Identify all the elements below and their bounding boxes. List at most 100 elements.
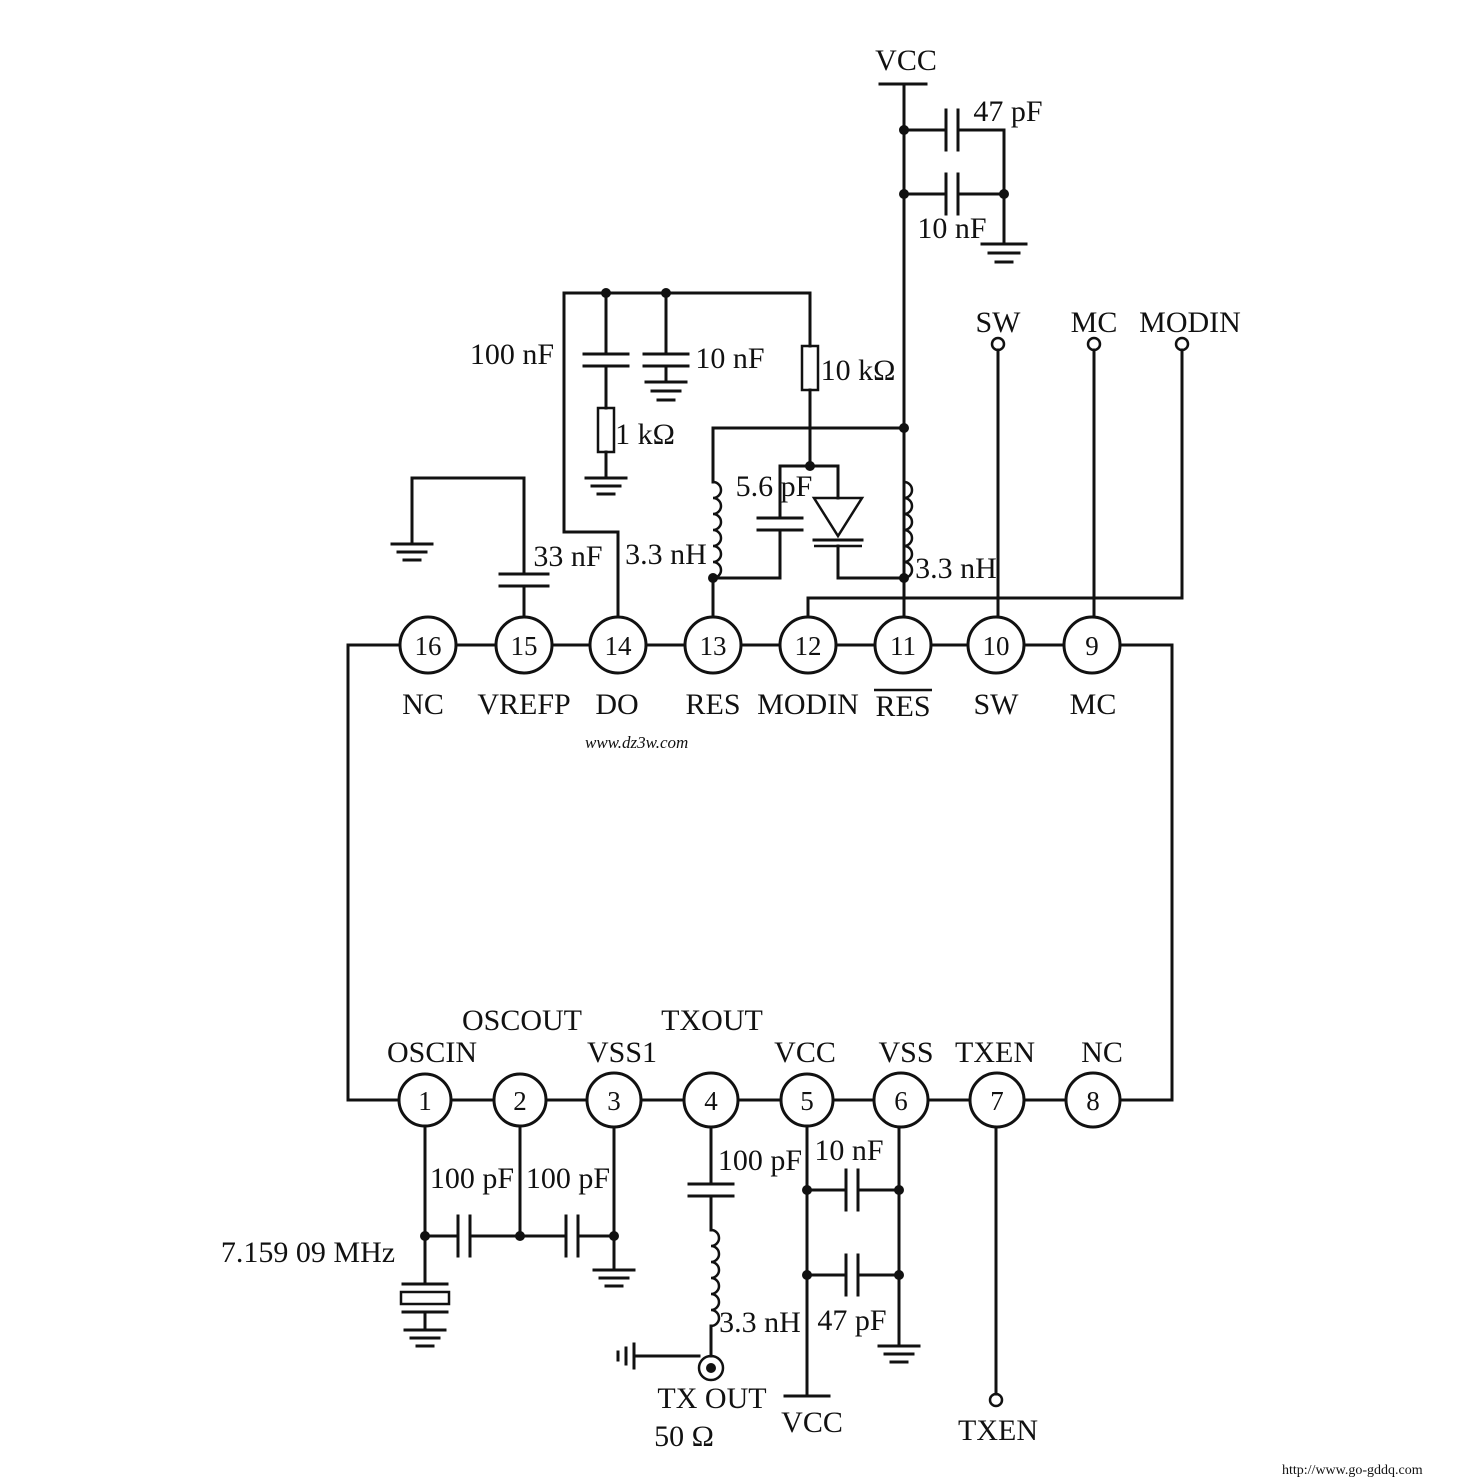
c10nf-bottom-label: 10 nF bbox=[814, 1134, 883, 1167]
capacitor-5p6pf: 5.6 pF bbox=[711, 464, 813, 580]
capacitor-100pf-tx: 100 pF bbox=[687, 1125, 802, 1232]
pin-9: 9 bbox=[1062, 615, 1122, 675]
net-mc: MC bbox=[1071, 306, 1118, 619]
pin-11-name: RES bbox=[875, 690, 930, 723]
pin-12: 12 bbox=[778, 615, 838, 675]
pin-11: 11 bbox=[873, 615, 933, 675]
pin-5: 5 bbox=[779, 1072, 835, 1128]
r10k-label: 10 kΩ bbox=[821, 354, 896, 387]
net-modin: MODIN bbox=[806, 306, 1241, 619]
capacitor-10nf-top: 10 nF bbox=[899, 172, 1009, 245]
c33nf-label: 33 nF bbox=[533, 540, 602, 573]
pin-12-number: 12 bbox=[795, 631, 822, 661]
pin-8-number: 8 bbox=[1086, 1086, 1100, 1116]
pin-4-name: TXOUT bbox=[661, 1004, 763, 1037]
pin-3: 3 bbox=[585, 1071, 643, 1129]
txout-label-line2: 50 Ω bbox=[654, 1420, 714, 1453]
c47pf-bottom-label: 47 pF bbox=[817, 1304, 886, 1337]
capacitor-100nf: 100 nF bbox=[470, 291, 630, 410]
resistor-10k: 10 kΩ bbox=[800, 344, 896, 468]
pin-2-number: 2 bbox=[513, 1086, 527, 1116]
vcc-supply-terminal: VCC bbox=[875, 44, 937, 619]
txout-label-line1: TX OUT bbox=[657, 1382, 766, 1415]
pin-7-name: TXEN bbox=[955, 1036, 1035, 1069]
pin-7-number: 7 bbox=[990, 1086, 1004, 1116]
pin-15: 15 bbox=[494, 615, 554, 675]
capacitor-10nf-bottom: 10 nF bbox=[802, 1134, 904, 1212]
pin-10: 10 bbox=[966, 615, 1026, 675]
pin-7: 7 bbox=[968, 1071, 1026, 1129]
pin-3-name: VSS1 bbox=[587, 1036, 657, 1069]
pin-1: 1 bbox=[397, 1072, 453, 1128]
c47pf-top-label: 47 pF bbox=[973, 95, 1042, 128]
pin-5-name: VCC bbox=[774, 1036, 836, 1069]
pin-1-number: 1 bbox=[418, 1086, 432, 1116]
l-nres-label: 3.3 nH bbox=[915, 552, 997, 585]
capacitor-47pf-bottom: 47 pF bbox=[802, 1253, 904, 1337]
tx-out-coax-connector: TX OUT 50 Ω bbox=[616, 1342, 767, 1453]
vcc-top-label: VCC bbox=[875, 44, 937, 77]
pin-4: 4 bbox=[682, 1071, 740, 1129]
pin-16-number: 16 bbox=[415, 631, 442, 661]
inductor-3p3nh-tx: 3.3 nH bbox=[709, 1228, 801, 1358]
resistor-1k: 1 kΩ bbox=[584, 406, 675, 496]
pin-12-name: MODIN bbox=[757, 688, 859, 721]
txen-terminal-label: TXEN bbox=[958, 1414, 1038, 1447]
crystal-resonator: 7.159 09 MHz bbox=[221, 1234, 451, 1348]
pin-9-number: 9 bbox=[1085, 631, 1099, 661]
pin-2-name: OSCOUT bbox=[462, 1004, 582, 1037]
net-vcc-vss-bottom: VCC bbox=[781, 1124, 921, 1439]
pin-13-name: RES bbox=[685, 688, 740, 721]
ground-symbol-top-right bbox=[980, 192, 1028, 264]
sw-terminal-label: SW bbox=[976, 306, 1022, 339]
net-txen: TXEN bbox=[958, 1125, 1038, 1447]
pin-15-number: 15 bbox=[511, 631, 538, 661]
c100pf-tx-label: 100 pF bbox=[718, 1144, 802, 1177]
pin-13-number: 13 bbox=[700, 631, 727, 661]
inductor-3p3nh-nres: 3.3 nH bbox=[899, 480, 997, 585]
l-tx-label: 3.3 nH bbox=[719, 1306, 801, 1339]
ground-symbol-vss1 bbox=[592, 1234, 636, 1288]
pin-4-number: 4 bbox=[704, 1086, 718, 1116]
c100nf-label: 100 nF bbox=[470, 338, 554, 371]
r1k-label: 1 kΩ bbox=[615, 418, 675, 451]
c10nf-top-label: 10 nF bbox=[917, 212, 986, 245]
mc-terminal-label: MC bbox=[1071, 306, 1118, 339]
pin-14-name: DO bbox=[595, 688, 638, 721]
capacitor-100pf-b: 100 pF bbox=[518, 1162, 616, 1258]
inductor-3p3nh-res: 3.3 nH bbox=[625, 480, 723, 619]
crystal-label: 7.159 09 MHz bbox=[221, 1236, 395, 1269]
c10nf-mid-label: 10 nF bbox=[695, 342, 764, 375]
pin-10-number: 10 bbox=[983, 631, 1010, 661]
pin-14: 14 bbox=[588, 615, 648, 675]
pin-8: 8 bbox=[1064, 1071, 1122, 1129]
pin-16: 16 bbox=[398, 615, 458, 675]
watermark-text: www.dz3w.com bbox=[585, 733, 688, 752]
pin-6-number: 6 bbox=[894, 1086, 908, 1116]
capacitor-10nf-mid: 10 nF bbox=[642, 291, 765, 402]
pin-10-name: SW bbox=[974, 688, 1020, 721]
pin-15-name: VREFP bbox=[477, 688, 570, 721]
pin-5-number: 5 bbox=[800, 1086, 814, 1116]
varactor-diode bbox=[811, 464, 906, 580]
modin-terminal-label: MODIN bbox=[1139, 306, 1241, 339]
c100pf-b-label: 100 pF bbox=[526, 1162, 610, 1195]
ic-package-outline bbox=[346, 643, 1174, 1102]
pin-1-name: OSCIN bbox=[387, 1036, 477, 1069]
pin-3-number: 3 bbox=[607, 1086, 621, 1116]
net-oscillator bbox=[420, 1124, 619, 1241]
capacitor-100pf-a: 100 pF bbox=[423, 1162, 522, 1258]
pin-9-name: MC bbox=[1070, 688, 1117, 721]
pin-8-name: NC bbox=[1081, 1036, 1123, 1069]
pin-14-number: 14 bbox=[605, 631, 633, 661]
net-sw: SW bbox=[976, 306, 1022, 619]
pin-16-name: NC bbox=[402, 688, 444, 721]
pin-13: 13 bbox=[683, 615, 743, 675]
c100pf-a-label: 100 pF bbox=[430, 1162, 514, 1195]
capacitor-47pf-top: 47 pF bbox=[899, 95, 1043, 196]
pin-6-name: VSS bbox=[878, 1036, 933, 1069]
pin-6: 6 bbox=[872, 1071, 930, 1129]
c5p6-label: 5.6 pF bbox=[736, 470, 813, 503]
vcc-bottom-label: VCC bbox=[781, 1406, 843, 1439]
l-res-label: 3.3 nH bbox=[625, 538, 707, 571]
